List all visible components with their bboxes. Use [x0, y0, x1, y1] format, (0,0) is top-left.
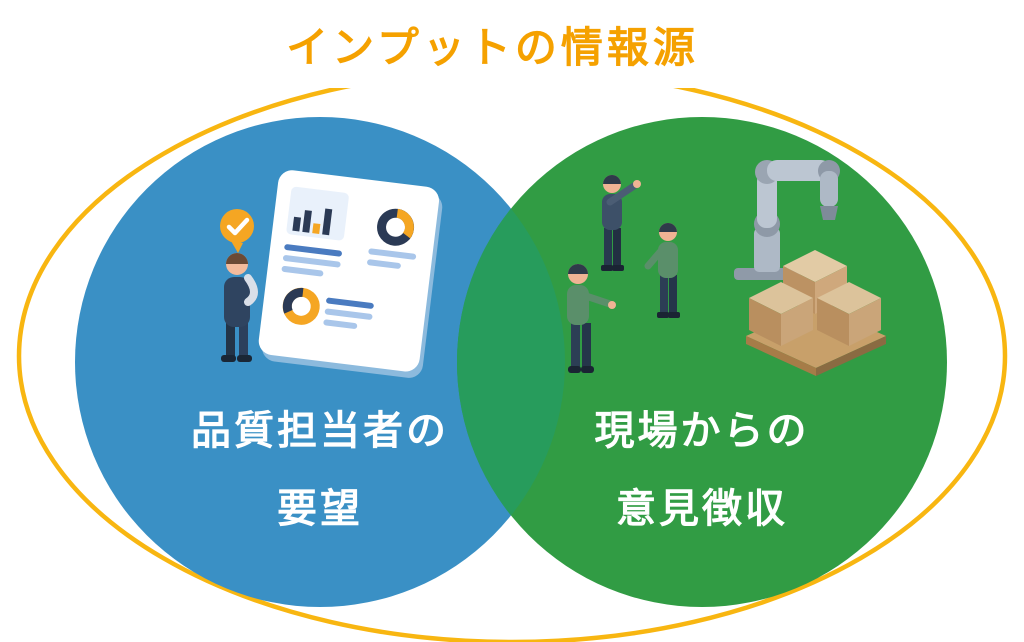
- right-illustration: [567, 160, 886, 376]
- left-circle-label-line2: 要望: [277, 487, 363, 531]
- right-circle-label: 現場からの 意見徴収: [472, 392, 932, 548]
- worker-figure-back: [601, 175, 641, 271]
- checkmark-icon: [220, 209, 254, 253]
- left-circle-label: 品質担当者の 要望: [90, 392, 550, 548]
- robot-arm-icon: [734, 160, 840, 280]
- right-circle-label-line1: 現場からの: [594, 409, 810, 453]
- person-figure: [221, 253, 258, 362]
- worker-figure-middle: [644, 223, 680, 318]
- right-circle-label-line2: 意見徴収: [616, 487, 788, 531]
- title-banner: インプットの情報源: [240, 0, 745, 88]
- left-illustration: [220, 170, 443, 378]
- cargo-boxes-icon: [746, 250, 886, 376]
- donut-chart-icon: [377, 208, 415, 246]
- worker-figure-front: [567, 264, 616, 373]
- left-circle-label-line1: 品質担当者の: [191, 409, 449, 453]
- donut-chart-icon: [282, 287, 320, 325]
- bar-chart-icon: [286, 186, 349, 241]
- page-title: インプットの情報源: [286, 23, 699, 71]
- right-circle: [457, 117, 947, 607]
- dashboard-panel: [258, 170, 443, 378]
